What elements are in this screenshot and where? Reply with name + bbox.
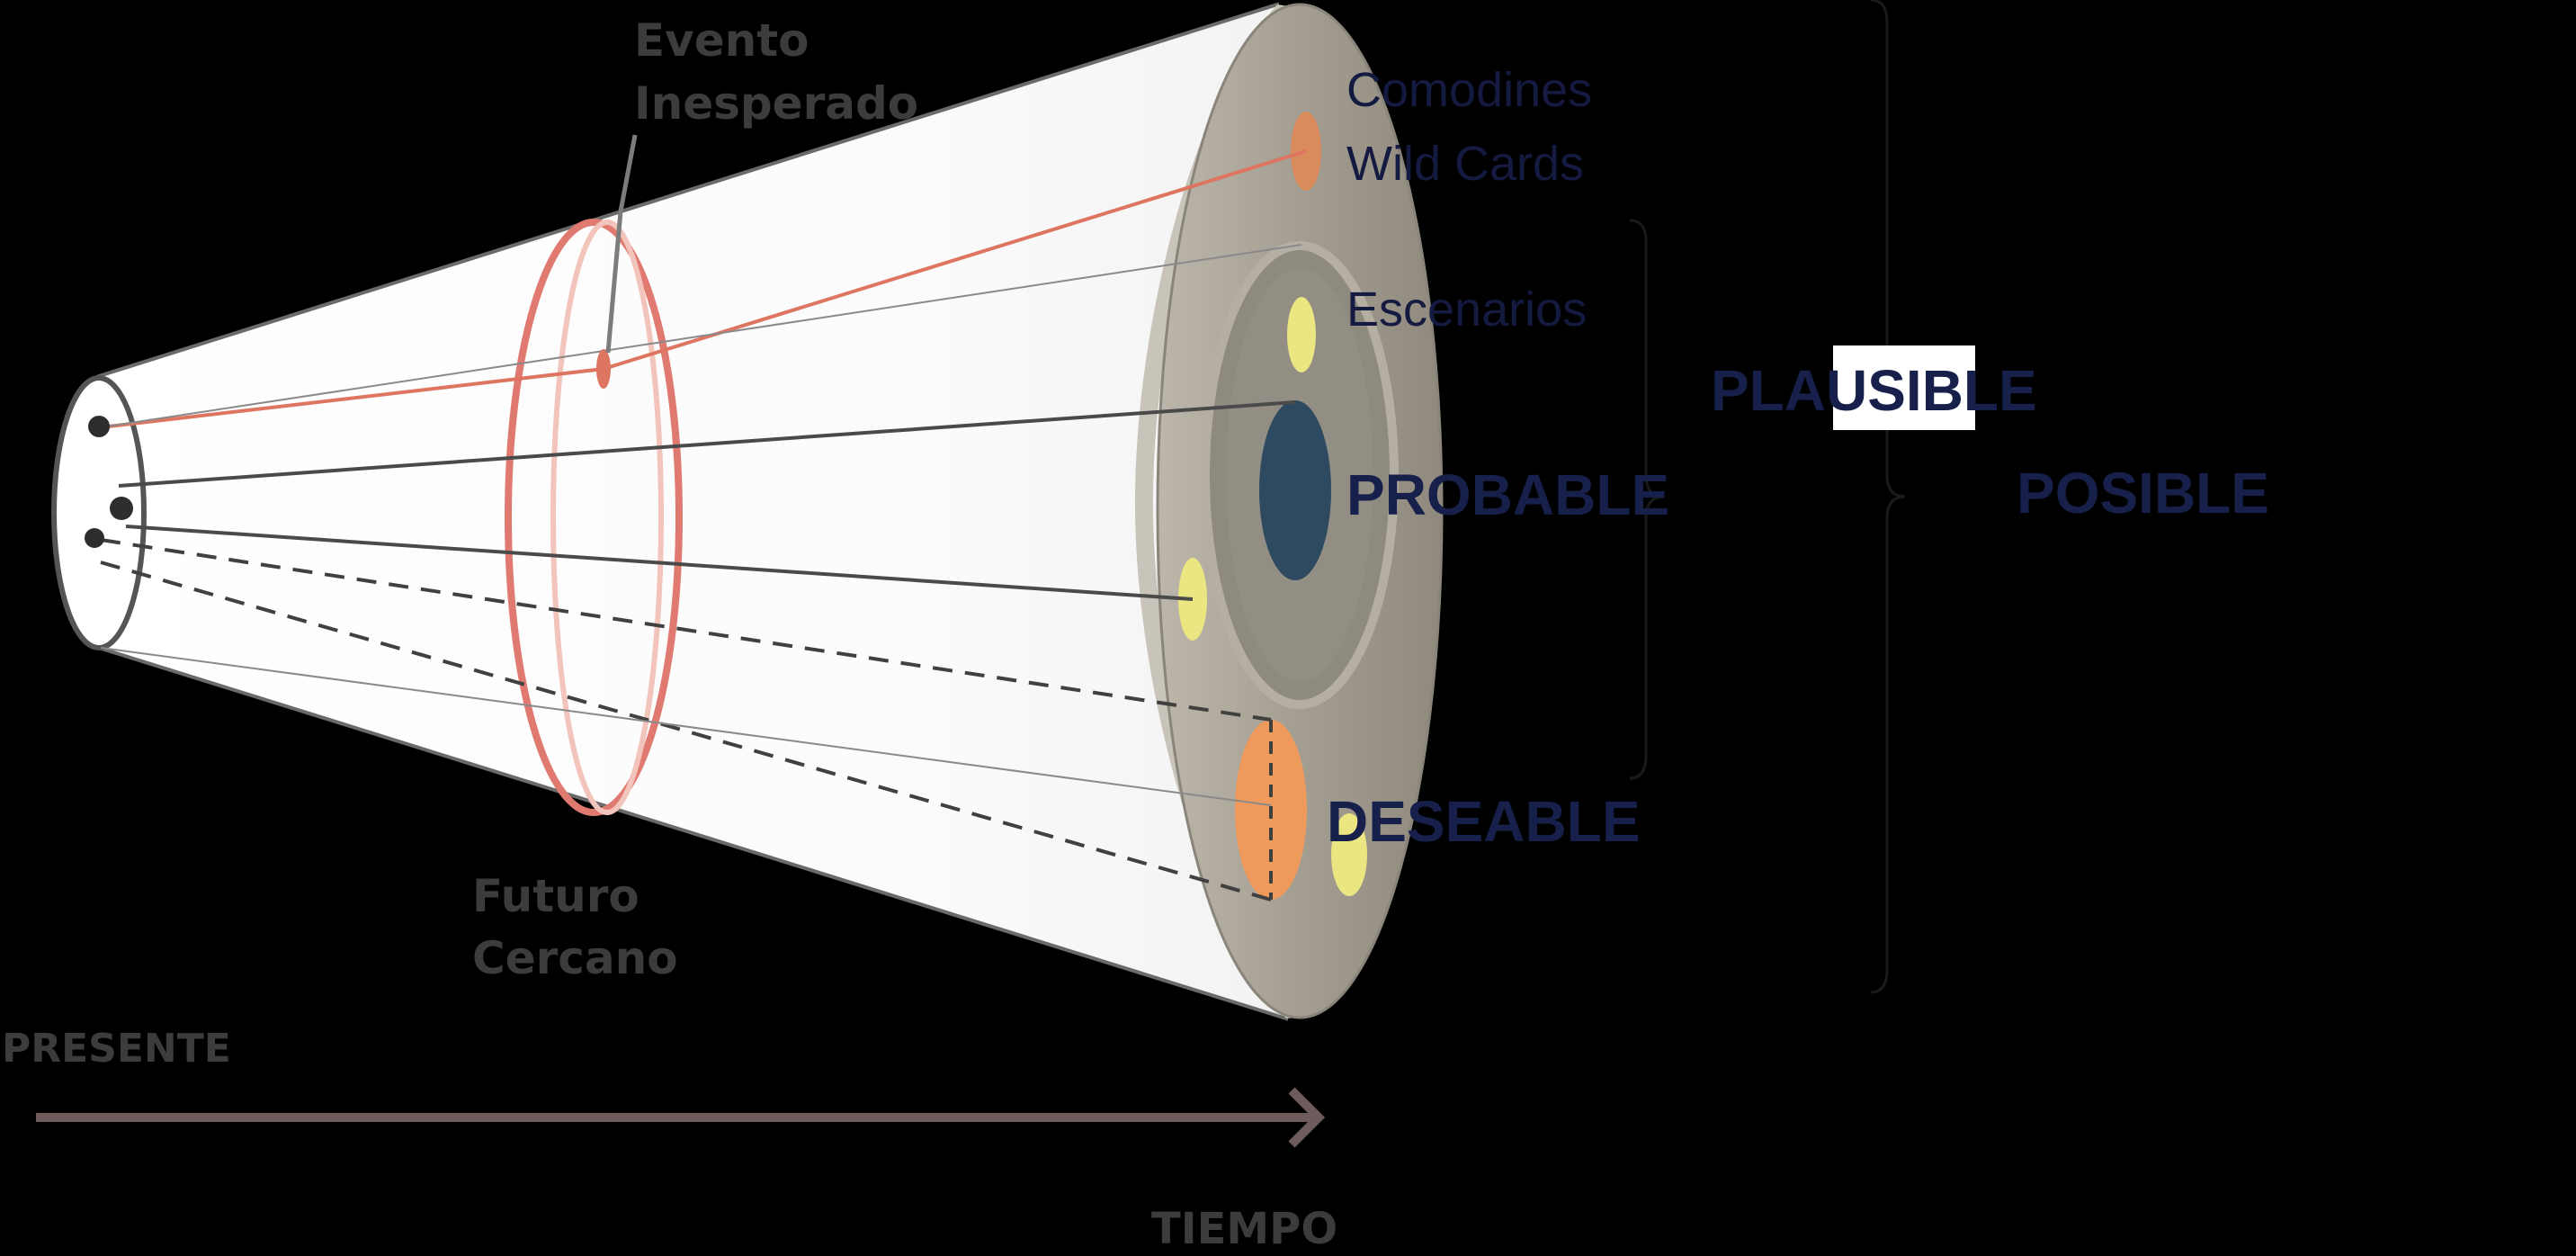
present-point-1 [88, 416, 110, 437]
escenario-dot-top [1287, 297, 1316, 372]
presente-label: PRESENTE [2, 1026, 231, 1072]
evento-label-line2: Inesperado [634, 77, 918, 130]
probable-label: PROBABLE [1346, 462, 1669, 527]
futuro-label-line1: Futuro [472, 870, 640, 922]
escenario-dot-bottom [1331, 813, 1367, 896]
comodines-label-line1: Comodines [1346, 63, 1592, 117]
trajectories [100, 149, 1307, 902]
evento-leader [605, 134, 638, 354]
deseable-label: DESEABLE [1327, 789, 1641, 854]
posible-label: POSIBLE [2017, 461, 2269, 525]
plausible-label: PLAUSIBLE [1711, 358, 2037, 423]
present-point-2 [110, 497, 133, 520]
plausible-bracket [1629, 219, 1665, 780]
probable-ellipse [1259, 400, 1331, 580]
futures-cone [97, 2, 1289, 1021]
evento-label-line1: Evento [634, 14, 809, 67]
posible-bracket [1870, 0, 1906, 994]
present-ellipse [51, 375, 147, 650]
near-future-ring [505, 219, 683, 816]
escenarios-label: Escenarios [1346, 283, 1587, 336]
tiempo-label: TIEMPO [1151, 1204, 1337, 1254]
near-future-ring-inner [550, 220, 664, 815]
present-point-3 [85, 528, 104, 548]
time-axis-arrowhead [1288, 1087, 1326, 1148]
futuro-label-line2: Cercano [472, 932, 678, 984]
comodines-label-line2: Wild Cards [1346, 137, 1584, 191]
evento-marker [596, 349, 611, 389]
plausible-highlight [1833, 345, 1975, 430]
